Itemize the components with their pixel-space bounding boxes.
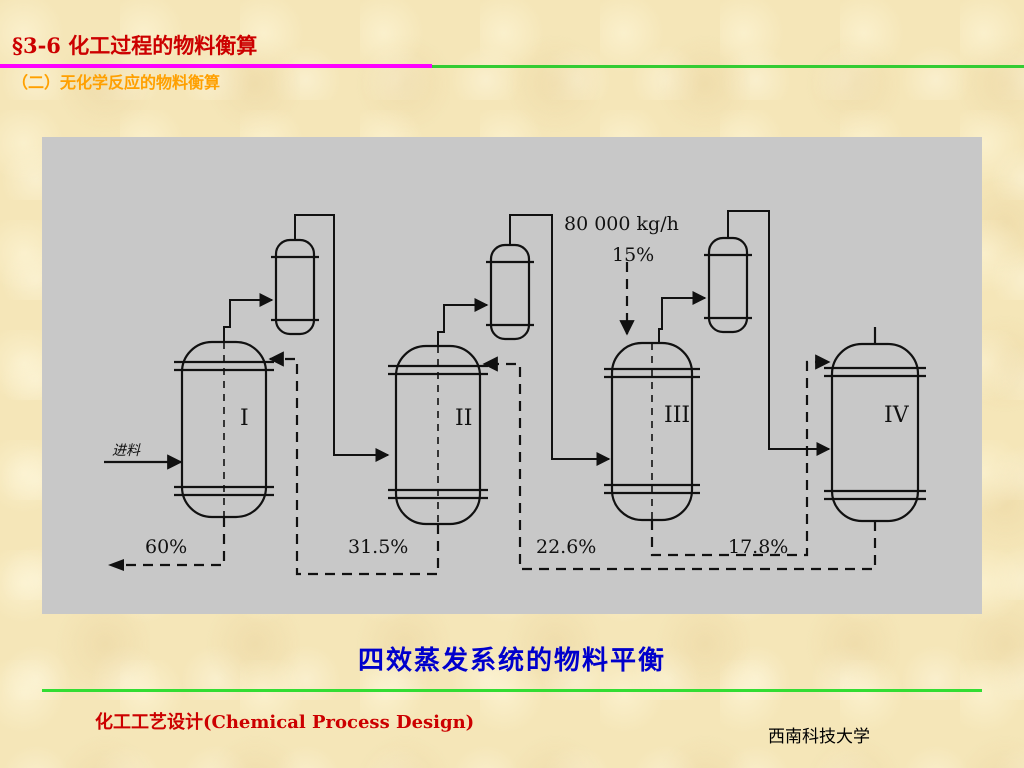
footer-divider	[42, 689, 982, 692]
evaporator-label-1: I	[240, 406, 249, 431]
evaporator-label-3: III	[664, 403, 690, 428]
feed-rate-label: 80 000 kg/h	[564, 213, 679, 235]
footer-course-title: 化工工艺设计(Chemical Process Design)	[95, 712, 475, 733]
evaporator-vessels	[174, 327, 926, 526]
feed-concentration-label: 15%	[612, 244, 654, 266]
evaporator-label-2: II	[455, 406, 472, 431]
slide-subtitle: （二）无化学反应的物料衡算	[12, 73, 221, 92]
concentration-label-4: 17.8%	[728, 536, 788, 558]
footer-university: 西南科技大学	[768, 727, 870, 747]
concentration-label-3: 22.6%	[536, 536, 596, 558]
evaporation-diagram: 进料 80 000 kg/h 15% I II III IV 60% 31.5%…	[42, 137, 982, 614]
concentration-label-1: 60%	[145, 536, 187, 558]
evaporator-label-4: IV	[884, 403, 910, 428]
separator-vessels	[271, 236, 752, 341]
product-outlet-arrow	[108, 559, 124, 571]
feed-label: 进料	[112, 443, 141, 459]
diagram-caption: 四效蒸发系统的物料平衡	[357, 646, 666, 676]
vapor-lines	[223, 210, 831, 466]
title-divider-magenta	[0, 64, 432, 68]
evaporation-diagram-svg: 进料 80 000 kg/h 15% I II III IV 60% 31.5%…	[104, 210, 926, 576]
title-divider-green	[432, 65, 1024, 68]
concentration-label-2: 31.5%	[348, 536, 408, 558]
liquid-lines	[112, 262, 877, 576]
slide-title: §3-6 化工过程的物料衡算	[12, 33, 258, 58]
evaporator-4	[830, 342, 920, 523]
